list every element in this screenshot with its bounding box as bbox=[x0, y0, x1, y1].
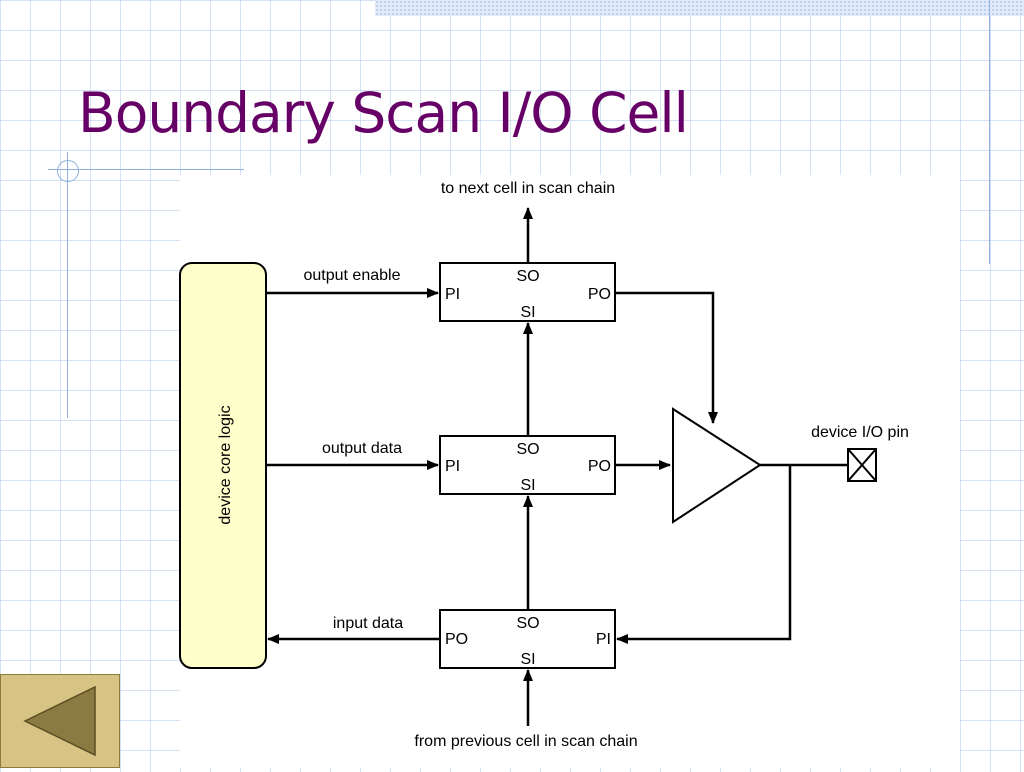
wire-pin-feedback bbox=[616, 465, 792, 644]
scan-cell-bottom: SO SI PO PI bbox=[439, 609, 616, 669]
title-underline bbox=[48, 169, 244, 170]
cell-top-si: SI bbox=[520, 304, 535, 321]
cell-middle-right-port: PO bbox=[588, 458, 611, 475]
left-vertical-rule bbox=[67, 152, 68, 418]
cell-bottom-left-port: PO bbox=[445, 631, 468, 648]
io-pin-icon bbox=[847, 448, 877, 482]
cell-middle-so: SO bbox=[516, 441, 539, 458]
cell-top-so: SO bbox=[516, 268, 539, 285]
label-next-cell: to next cell in scan chain bbox=[441, 180, 615, 197]
label-previous-cell: from previous cell in scan chain bbox=[414, 733, 637, 750]
back-button[interactable] bbox=[0, 674, 120, 768]
corner-circle-ornament bbox=[57, 160, 79, 182]
core-logic-label: device core logic bbox=[217, 405, 234, 524]
tristate-buffer-icon bbox=[672, 407, 762, 524]
left-triangle-icon bbox=[23, 685, 96, 757]
right-vertical-rule bbox=[989, 0, 990, 264]
label-device-pin: device I/O pin bbox=[811, 424, 909, 441]
scan-cell-top: SO SI PI PO bbox=[439, 262, 616, 322]
cell-bottom-si: SI bbox=[520, 651, 535, 668]
cell-bottom-right-port: PI bbox=[596, 631, 611, 648]
label-input-data: input data bbox=[333, 615, 403, 632]
top-decor-band bbox=[375, 0, 1024, 16]
scan-cell-middle: SO SI PI PO bbox=[439, 435, 616, 495]
label-output-data: output data bbox=[322, 440, 402, 457]
wire-enable-to-buffer bbox=[615, 291, 718, 424]
cell-top-right-port: PO bbox=[588, 286, 611, 303]
cell-middle-si: SI bbox=[520, 477, 535, 494]
label-output-enable: output enable bbox=[304, 267, 401, 284]
cell-top-left-port: PI bbox=[445, 286, 460, 303]
cell-bottom-so: SO bbox=[516, 615, 539, 632]
page-title: Boundary Scan I/O Cell bbox=[78, 81, 689, 145]
cell-middle-left-port: PI bbox=[445, 458, 460, 475]
